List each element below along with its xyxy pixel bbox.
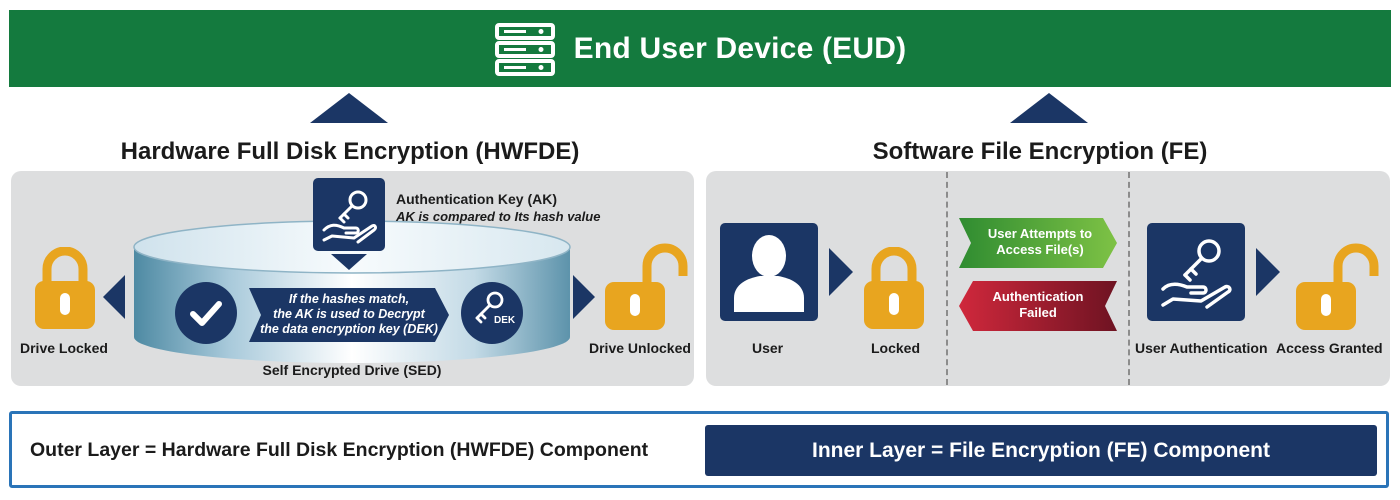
eud-banner: End User Device (EUD): [9, 10, 1391, 87]
left-arrow-icon: [103, 275, 125, 319]
right-arrow-user-icon: [829, 248, 853, 296]
failed-line-1: Authentication: [992, 289, 1084, 304]
ak-subtitle: AK is compared to Its hash value: [396, 209, 601, 224]
failed-text: Authentication Failed: [966, 289, 1110, 321]
attempt-line-1: User Attempts to: [987, 226, 1093, 241]
key-in-hand-auth-icon: [1161, 239, 1232, 309]
access-granted-label: Access Granted: [1276, 340, 1383, 356]
fe-title: Software File Encryption (FE): [872, 138, 1208, 165]
server-icon: [494, 22, 555, 76]
attempt-line-2: Access File(s): [996, 242, 1084, 257]
hash-line-2: the AK is used to Decrypt: [273, 307, 425, 321]
padlock-unlocked-icon: [605, 243, 688, 330]
outer-layer-label: Outer Layer = Hardware Full Disk Encrypt…: [30, 439, 649, 461]
user-icon: [734, 235, 804, 312]
attempt-arrow-shape: [959, 218, 1117, 268]
attempt-text: User Attempts to Access File(s): [970, 226, 1110, 258]
hwfde-title: Hardware Full Disk Encryption (HWFDE): [120, 138, 580, 165]
hash-match-text: If the hashes match, the AK is used to D…: [257, 292, 441, 337]
dek-label: DEK: [494, 315, 516, 326]
user-label: User: [752, 340, 784, 356]
padlock-locked-fe-icon: [864, 247, 924, 329]
ak-title: Authentication Key (AK): [396, 191, 557, 207]
right-arrow-auth-icon: [1256, 248, 1280, 296]
checkmark-circle-icon: [175, 282, 237, 344]
authentication-key-tile: [313, 178, 385, 251]
sed-label: Self Encrypted Drive (SED): [262, 362, 442, 378]
user-tile: [720, 223, 818, 321]
key-in-hand-icon: [322, 190, 377, 243]
inner-layer-box: Inner Layer = File Encryption (FE) Compo…: [705, 425, 1377, 476]
down-arrow-icon: [331, 254, 367, 270]
banner-title: End User Device (EUD): [573, 31, 907, 65]
hash-line-3: the data encryption key (DEK): [260, 322, 438, 336]
drive-unlocked-label: Drive Unlocked: [589, 340, 691, 356]
user-authentication-label: User Authentication: [1135, 340, 1268, 356]
up-arrow-right-icon: [1010, 93, 1088, 123]
inner-layer-label: Inner Layer = File Encryption (FE) Compo…: [812, 438, 1270, 462]
failed-arrow-shape: [959, 281, 1117, 331]
divider-2: [1128, 172, 1130, 385]
fe-panel: [706, 171, 1390, 386]
hash-arrow-shape: [249, 288, 449, 342]
padlock-locked-icon: [35, 247, 95, 329]
dek-circle: DEK: [461, 282, 523, 344]
padlock-unlocked-fe-icon: [1296, 243, 1379, 330]
right-arrow-icon: [573, 275, 595, 319]
divider-1: [946, 172, 948, 385]
failed-line-2: Failed: [1019, 305, 1057, 320]
locked-label: Locked: [871, 340, 921, 356]
user-authentication-tile: [1147, 223, 1245, 321]
up-arrow-left-icon: [310, 93, 388, 123]
dek-key-icon: [475, 291, 504, 324]
drive-locked-label: Drive Locked: [20, 340, 108, 356]
hash-line-1: If the hashes match,: [288, 292, 410, 306]
